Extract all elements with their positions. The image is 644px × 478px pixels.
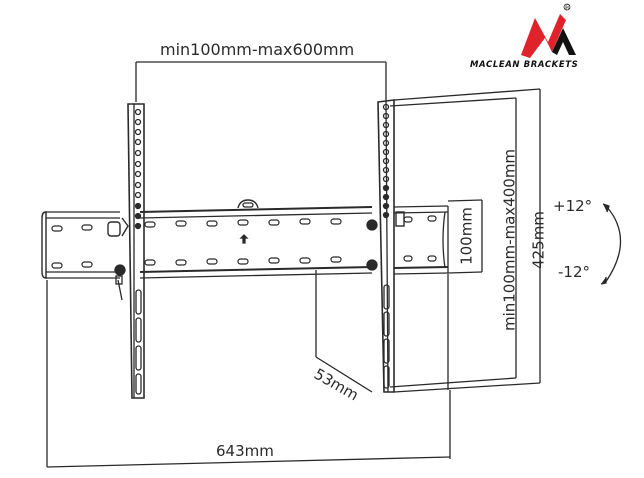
label-tilt-down: -12°: [558, 263, 590, 281]
wall-plate: [41, 199, 449, 279]
label-plate-height: 100mm: [457, 207, 476, 265]
maclean-logo: [521, 3, 576, 58]
label-total-width: 643mm: [216, 442, 274, 460]
dimension-total-width: [46, 280, 451, 468]
brand-name: MACLEAN BRACKETS: [470, 60, 579, 70]
dimension-total-height: [393, 88, 541, 393]
dimension-plate-height: [447, 199, 483, 274]
tilt-arc: [600, 203, 622, 285]
label-total-height: 425mm: [529, 211, 548, 269]
registered-mark: ®: [564, 4, 571, 12]
dimension-depth: [315, 270, 449, 393]
label-vertical-vesa: min100mm-max400mm: [500, 148, 519, 332]
dimension-vertical-vesa: [389, 97, 517, 388]
right-vertical-arm: [366, 99, 405, 393]
label-horizontal-vesa: min100mm-max600mm: [160, 40, 355, 59]
left-vertical-arm: [107, 103, 145, 399]
label-tilt-up: +12°: [553, 197, 593, 215]
dimension-horizontal-vesa: [135, 61, 387, 102]
